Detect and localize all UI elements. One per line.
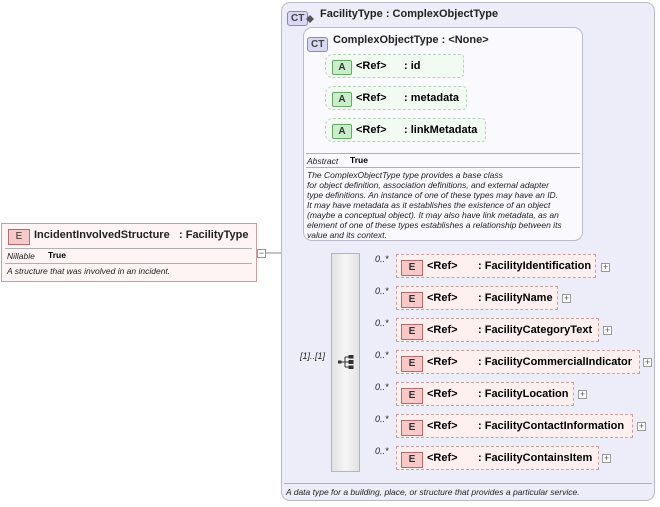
attribute-id[interactable]: A <Ref> : id xyxy=(325,54,464,78)
element-ref: <Ref> xyxy=(427,452,458,464)
element-facility-commercial-indicator[interactable]: E <Ref> : FacilityCommercialIndicator xyxy=(396,350,640,374)
element-ref: <Ref> xyxy=(427,260,458,272)
facility-type-description: A data type for a building, place, or st… xyxy=(286,487,580,497)
abstract-value: True xyxy=(350,155,368,165)
element-badge: E xyxy=(401,356,423,372)
nillable-value: True xyxy=(48,250,66,260)
attribute-badge: A xyxy=(332,60,352,75)
element-badge: E xyxy=(401,452,423,468)
element-facility-identification[interactable]: E <Ref> : FacilityIdentification xyxy=(396,254,596,278)
nillable-label: Nillable xyxy=(7,251,35,261)
element-ref: <Ref> xyxy=(427,292,458,304)
expand-icon[interactable]: + xyxy=(562,293,571,303)
element-cardinality: 0..* xyxy=(375,254,389,264)
diamond-icon xyxy=(306,10,314,23)
element-facility-contains-item[interactable]: E <Ref> : FacilityContainsItem xyxy=(396,446,599,470)
attribute-link-metadata[interactable]: A <Ref> : linkMetadata xyxy=(325,118,486,142)
separator xyxy=(306,167,580,168)
element-facility-category-text[interactable]: E <Ref> : FacilityCategoryText xyxy=(396,318,599,342)
element-facility-name[interactable]: E <Ref> : FacilityName xyxy=(396,286,558,310)
root-element-box[interactable]: E IncidentInvolvedStructure : FacilityTy… xyxy=(1,223,257,282)
element-cardinality: 0..* xyxy=(375,414,389,424)
element-name: : FacilityCommercialIndicator xyxy=(478,356,633,368)
sequence-icon xyxy=(337,354,354,374)
expand-icon[interactable]: + xyxy=(637,421,646,431)
sequence-cardinality: [1]..[1] xyxy=(300,351,326,361)
collapse-icon[interactable]: − xyxy=(257,248,266,258)
element-name: : FacilityLocation xyxy=(478,388,569,400)
expand-icon[interactable]: + xyxy=(602,453,611,463)
attribute-name: : metadata xyxy=(404,92,460,104)
attribute-ref: <Ref> xyxy=(356,92,387,104)
attribute-ref: <Ref> xyxy=(356,60,387,72)
expand-icon[interactable]: + xyxy=(578,389,587,399)
abstract-label: Abstract xyxy=(307,156,339,166)
root-element-name: IncidentInvolvedStructure xyxy=(34,229,170,241)
attribute-badge: A xyxy=(332,124,352,139)
element-facility-contact-information[interactable]: E <Ref> : FacilityContactInformation xyxy=(396,414,633,438)
attribute-ref: <Ref> xyxy=(356,124,387,136)
separator xyxy=(5,248,252,249)
separator xyxy=(5,263,252,264)
element-ref: <Ref> xyxy=(427,324,458,336)
element-name: : FacilityIdentification xyxy=(478,260,592,272)
root-element-description: A structure that was involved in an inci… xyxy=(7,266,171,276)
attribute-name: : id xyxy=(404,60,421,72)
element-badge: E xyxy=(401,260,423,276)
element-ref: <Ref> xyxy=(427,420,458,432)
element-name: : FacilityContainsItem xyxy=(478,452,593,464)
element-cardinality: 0..* xyxy=(375,318,389,328)
base-type-description: The ComplexObjectType type provides a ba… xyxy=(307,170,562,240)
element-facility-location[interactable]: E <Ref> : FacilityLocation xyxy=(396,382,574,406)
base-type-title: ComplexObjectType : <None> xyxy=(333,34,489,46)
element-name: : FacilityCategoryText xyxy=(478,324,593,336)
element-cardinality: 0..* xyxy=(375,286,389,296)
element-ref: <Ref> xyxy=(427,388,458,400)
root-element-type: : FacilityType xyxy=(179,229,249,241)
attribute-name: : linkMetadata xyxy=(404,124,478,136)
element-cardinality: 0..* xyxy=(375,446,389,456)
element-badge: E xyxy=(401,420,423,436)
separator xyxy=(306,153,580,154)
separator xyxy=(284,483,652,484)
element-cardinality: 0..* xyxy=(375,382,389,392)
facility-type-title: FacilityType : ComplexObjectType xyxy=(320,8,499,20)
expand-icon[interactable]: + xyxy=(643,357,652,367)
base-type-header: CT xyxy=(307,34,329,52)
base-complex-type-badge: CT xyxy=(307,37,329,52)
attribute-badge: A xyxy=(332,92,352,107)
element-badge: E xyxy=(401,324,423,340)
element-badge: E xyxy=(401,292,423,308)
element-name: : FacilityName xyxy=(478,292,553,304)
element-cardinality: 0..* xyxy=(375,350,389,360)
element-name: : FacilityContactInformation xyxy=(478,420,625,432)
ct-header: CT xyxy=(287,8,314,26)
element-ref: <Ref> xyxy=(427,356,458,368)
element-badge: E xyxy=(401,388,423,404)
expand-icon[interactable]: + xyxy=(601,262,610,272)
attribute-metadata[interactable]: A <Ref> : metadata xyxy=(325,86,467,110)
element-badge: E xyxy=(8,229,30,245)
expand-icon[interactable]: + xyxy=(603,325,612,335)
